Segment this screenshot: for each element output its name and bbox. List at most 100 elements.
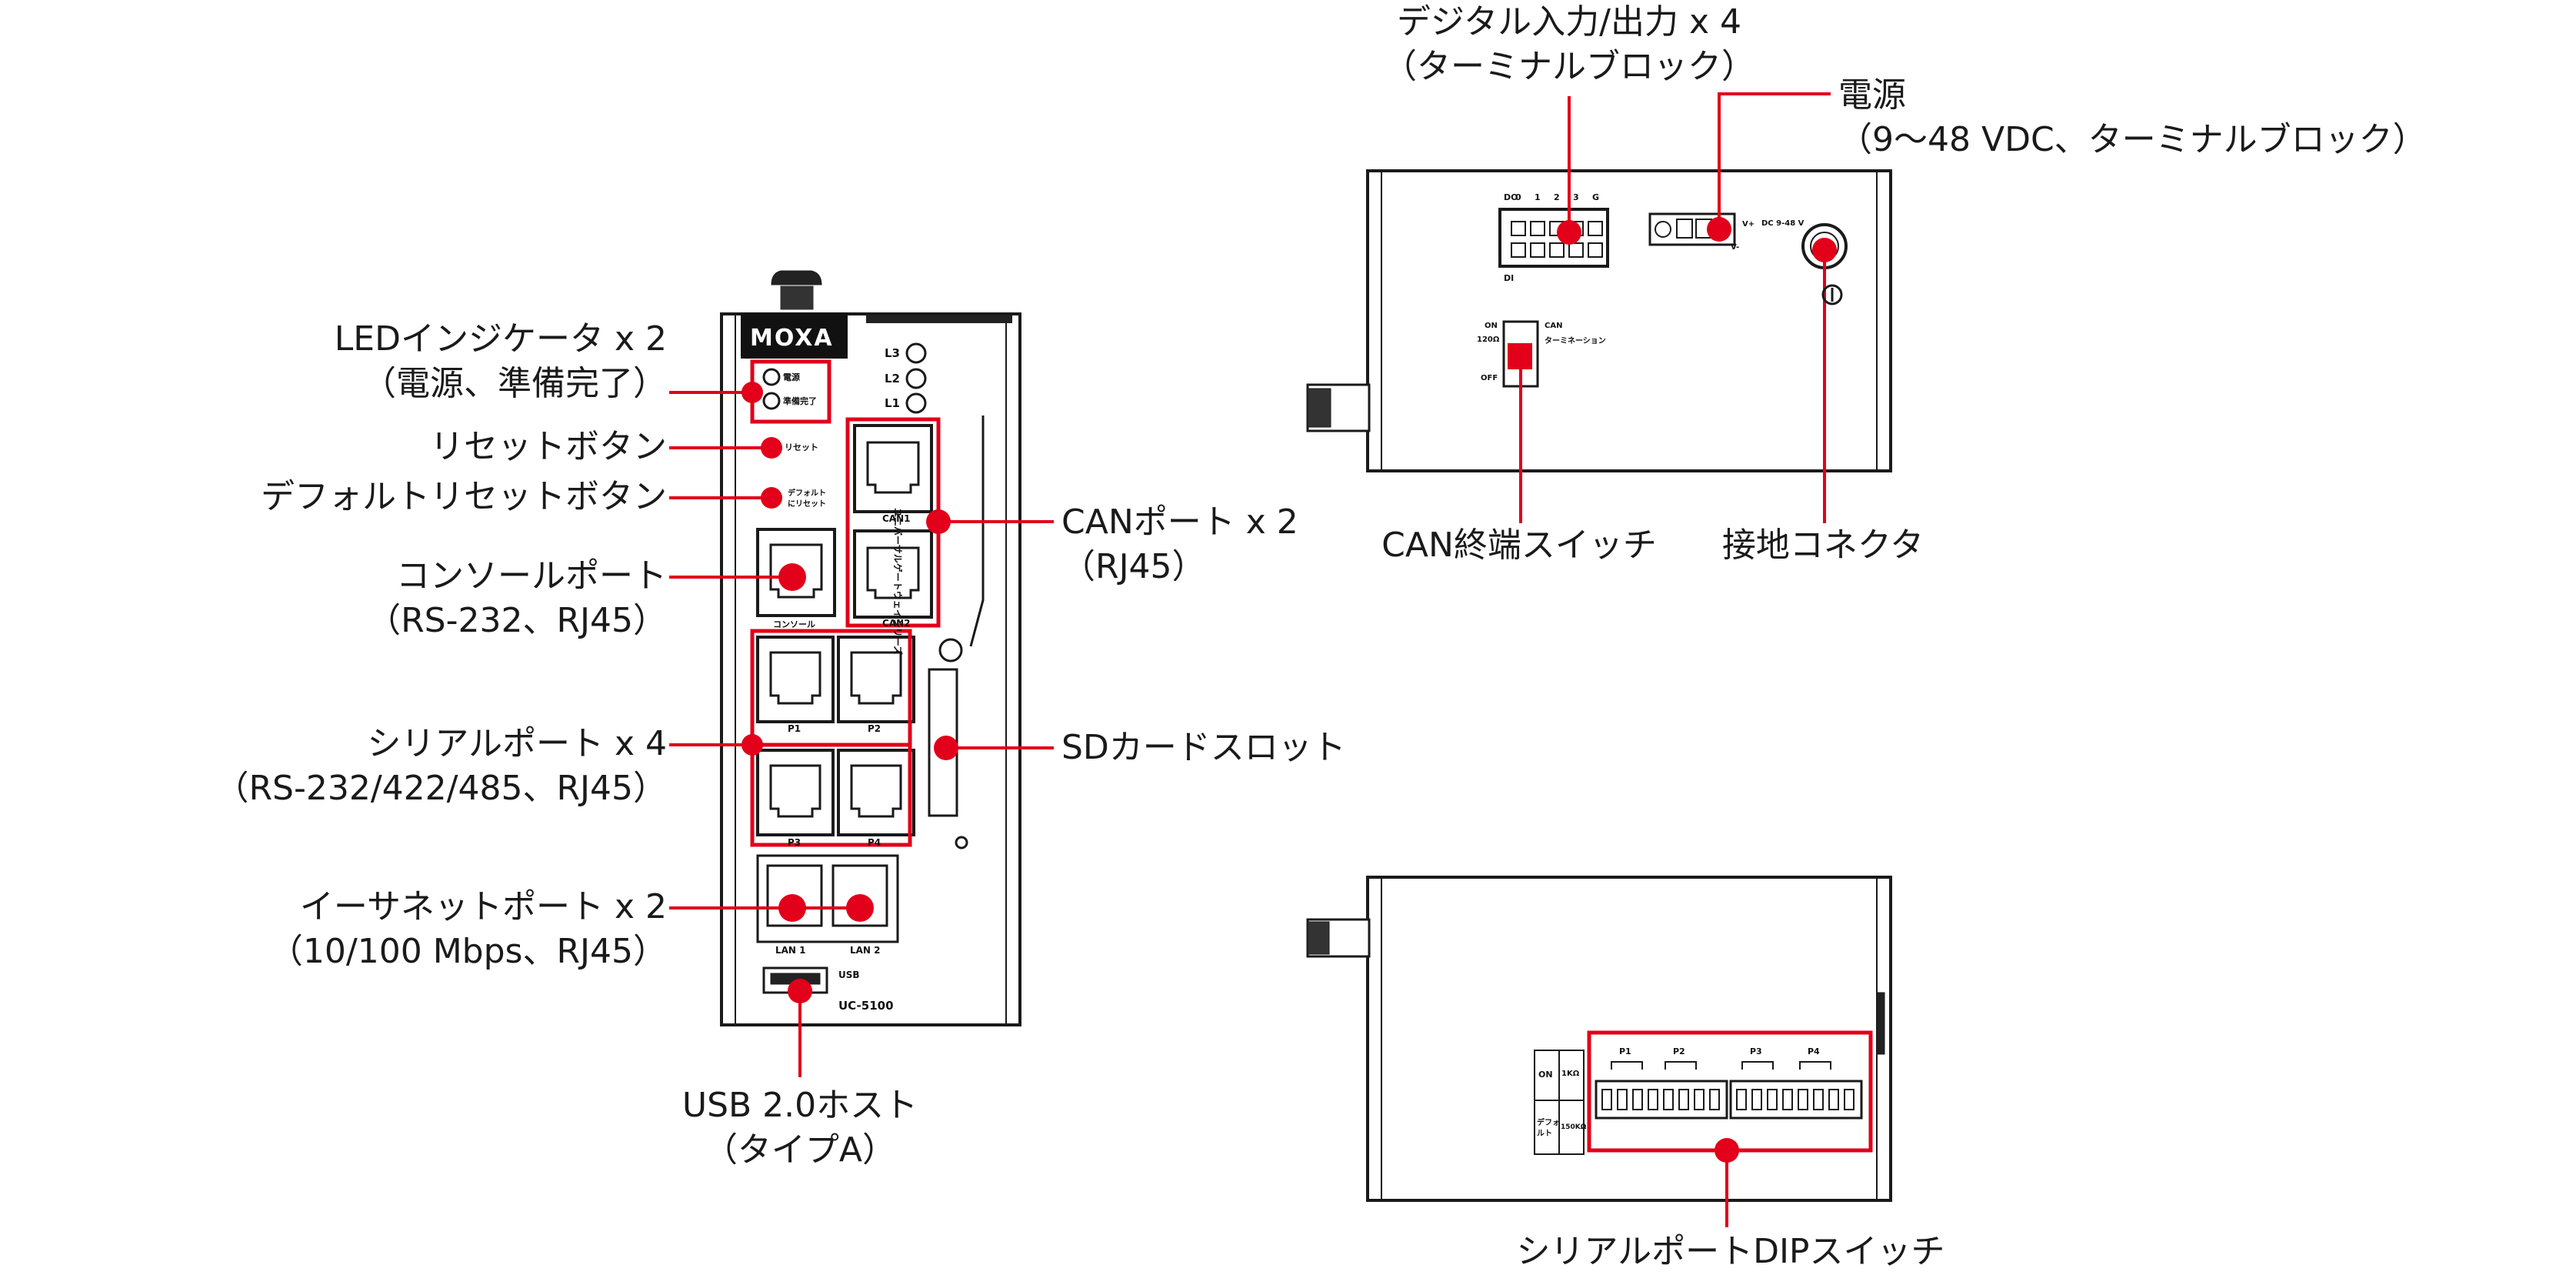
front-leaders xyxy=(669,391,1054,1077)
callout-power: 電源 （9～48 VDC、ターミナルブロック） xyxy=(1838,73,2427,162)
top-device xyxy=(1306,169,1892,472)
front-dots xyxy=(741,382,958,1003)
callout-ethernet: イーサネットポート x 2 （10/100 Mbps、RJ45） xyxy=(269,885,667,974)
can1-label: CAN1 xyxy=(882,513,911,524)
reset-label: リセット xyxy=(785,442,818,452)
default-reset-label-1: デフォルト xyxy=(788,489,826,498)
pin-1: 1 xyxy=(1535,192,1541,202)
can-ohm-label: 120Ω xyxy=(1477,335,1500,344)
top-leaders xyxy=(1519,92,1831,523)
callout-ground: 接地コネクタ xyxy=(1708,523,1938,568)
pin-0: 0 xyxy=(1515,192,1521,202)
callout-reset-line1: リセットボタン xyxy=(430,427,667,466)
callout-dio: デジタル入力/出力 x 4 （ターミナルブロック） xyxy=(1377,0,1761,89)
lan2-label: LAN 2 xyxy=(850,945,881,956)
dip-key xyxy=(1782,1089,1793,1110)
callout-serial-line2: （RS-232/422/485、RJ45） xyxy=(215,769,667,808)
callout-led-line1: LEDインジケータ x 2 xyxy=(334,319,667,359)
dip-key xyxy=(1767,1089,1778,1110)
can-text-1: CAN xyxy=(1545,322,1563,330)
callout-reset: リセットボタン xyxy=(430,425,667,469)
dip-key xyxy=(1813,1089,1824,1110)
dip-key xyxy=(1751,1089,1762,1110)
model-label: UC-5100 xyxy=(838,999,894,1013)
dip-key xyxy=(1601,1089,1612,1110)
dip-key xyxy=(1617,1089,1628,1110)
callout-dip-line1: シリアルポートDIPスイッチ xyxy=(1516,1232,1945,1271)
callout-ground-line1: 接地コネクタ xyxy=(1721,526,1925,565)
pin-2: 2 xyxy=(1554,192,1560,202)
can-on-label: ON xyxy=(1485,322,1498,330)
usb-label: USB xyxy=(838,970,860,980)
callout-can: CANポート x 2 （RJ45） xyxy=(1061,500,1298,589)
pin-g: G xyxy=(1592,192,1600,202)
dip-key xyxy=(1648,1089,1658,1110)
dip-p2: P2 xyxy=(1673,1046,1685,1056)
callout-can-line2: （RJ45） xyxy=(1061,547,1206,586)
do-label: DO xyxy=(1504,192,1518,202)
vplus-label: V+ xyxy=(1742,220,1755,229)
dip-key xyxy=(1663,1089,1674,1110)
dip-key xyxy=(1828,1089,1839,1110)
console-label: コンソール xyxy=(773,619,815,629)
callout-power-line2: （9～48 VDC、ターミナルブロック） xyxy=(1838,120,2427,159)
top-dots xyxy=(1510,217,1837,369)
callout-dio-line2: （ターミナルブロック） xyxy=(1383,47,1755,86)
led-l1-label: L1 xyxy=(885,396,900,410)
callout-usb-line1: USB 2.0ホスト xyxy=(681,1086,918,1125)
callout-can-switch: CAN終端スイッチ xyxy=(1338,523,1700,568)
callout-led-line2: （電源、準備完了） xyxy=(362,364,667,403)
callout-sd: SDカードスロット xyxy=(1061,726,1346,770)
callout-serial: シリアルポート x 4 （RS-232/422/485、RJ45） xyxy=(215,722,667,811)
top-ground-symbol xyxy=(1821,284,1843,305)
p4-label: P4 xyxy=(868,837,881,848)
callout-sd-line1: SDカードスロット xyxy=(1061,728,1346,767)
callout-console-line1: コンソールポート xyxy=(396,556,667,596)
p1-label: P1 xyxy=(788,723,801,734)
default-reset-label-2: にリセット xyxy=(788,500,826,509)
callout-led: LEDインジケータ x 2 （電源、準備完了） xyxy=(335,317,667,406)
callout-default-reset-line1: デフォルトリセットボタン xyxy=(261,477,667,516)
callout-dio-line1: デジタル入力/出力 x 4 xyxy=(1397,2,1741,42)
dip-p4: P4 xyxy=(1808,1046,1820,1056)
callout-usb-line2: （タイプA） xyxy=(703,1130,897,1170)
pin-3: 3 xyxy=(1573,192,1579,202)
dip-key xyxy=(1844,1089,1855,1110)
callout-power-line1: 電源 xyxy=(1838,75,1906,115)
callout-can-switch-line1: CAN終端スイッチ xyxy=(1381,526,1657,565)
callout-usb: USB 2.0ホスト （タイプA） xyxy=(677,1083,923,1173)
dip-key xyxy=(1694,1089,1705,1110)
led-l3-label: L3 xyxy=(885,346,900,360)
moxa-logo: MOXA xyxy=(750,325,834,352)
bottom-device xyxy=(1306,876,1892,1202)
dip-1k: 1KΩ xyxy=(1561,1070,1580,1078)
callout-ethernet-line1: イーサネットポート x 2 xyxy=(299,887,667,926)
callout-console: コンソールポート （RS-232、RJ45） xyxy=(367,554,667,643)
dip-default-1: デフォ xyxy=(1537,1119,1560,1127)
dip-key xyxy=(1798,1089,1808,1110)
p2-label: P2 xyxy=(868,723,881,734)
callout-dip: シリアルポートDIPスイッチ xyxy=(1461,1230,2000,1274)
dip-p3: P3 xyxy=(1750,1046,1762,1056)
led-power-label: 電源 xyxy=(783,372,800,382)
dip-key xyxy=(1736,1089,1747,1110)
led-l2-label: L2 xyxy=(885,372,900,386)
dip-on: ON xyxy=(1538,1070,1553,1080)
led-ready-label: 準備完了 xyxy=(783,396,817,406)
dip-p1: P1 xyxy=(1619,1046,1631,1056)
side-text: ユニバーサルゲートウェイシリーズ xyxy=(892,508,903,656)
can-off-label: OFF xyxy=(1481,374,1498,382)
callout-can-line1: CANポート x 2 xyxy=(1061,502,1298,542)
dip-key xyxy=(1709,1089,1720,1110)
callout-ethernet-line2: （10/100 Mbps、RJ45） xyxy=(268,932,667,971)
dip-default-2: ルト xyxy=(1537,1130,1552,1138)
callout-console-line2: （RS-232、RJ45） xyxy=(367,601,667,640)
vminus-label: V- xyxy=(1731,243,1740,252)
dip-key xyxy=(1632,1089,1643,1110)
bottom-dots xyxy=(1715,1138,1739,1163)
p3-label: P3 xyxy=(788,837,801,848)
can2-label: CAN2 xyxy=(882,618,911,629)
lan1-label: LAN 1 xyxy=(775,945,806,956)
